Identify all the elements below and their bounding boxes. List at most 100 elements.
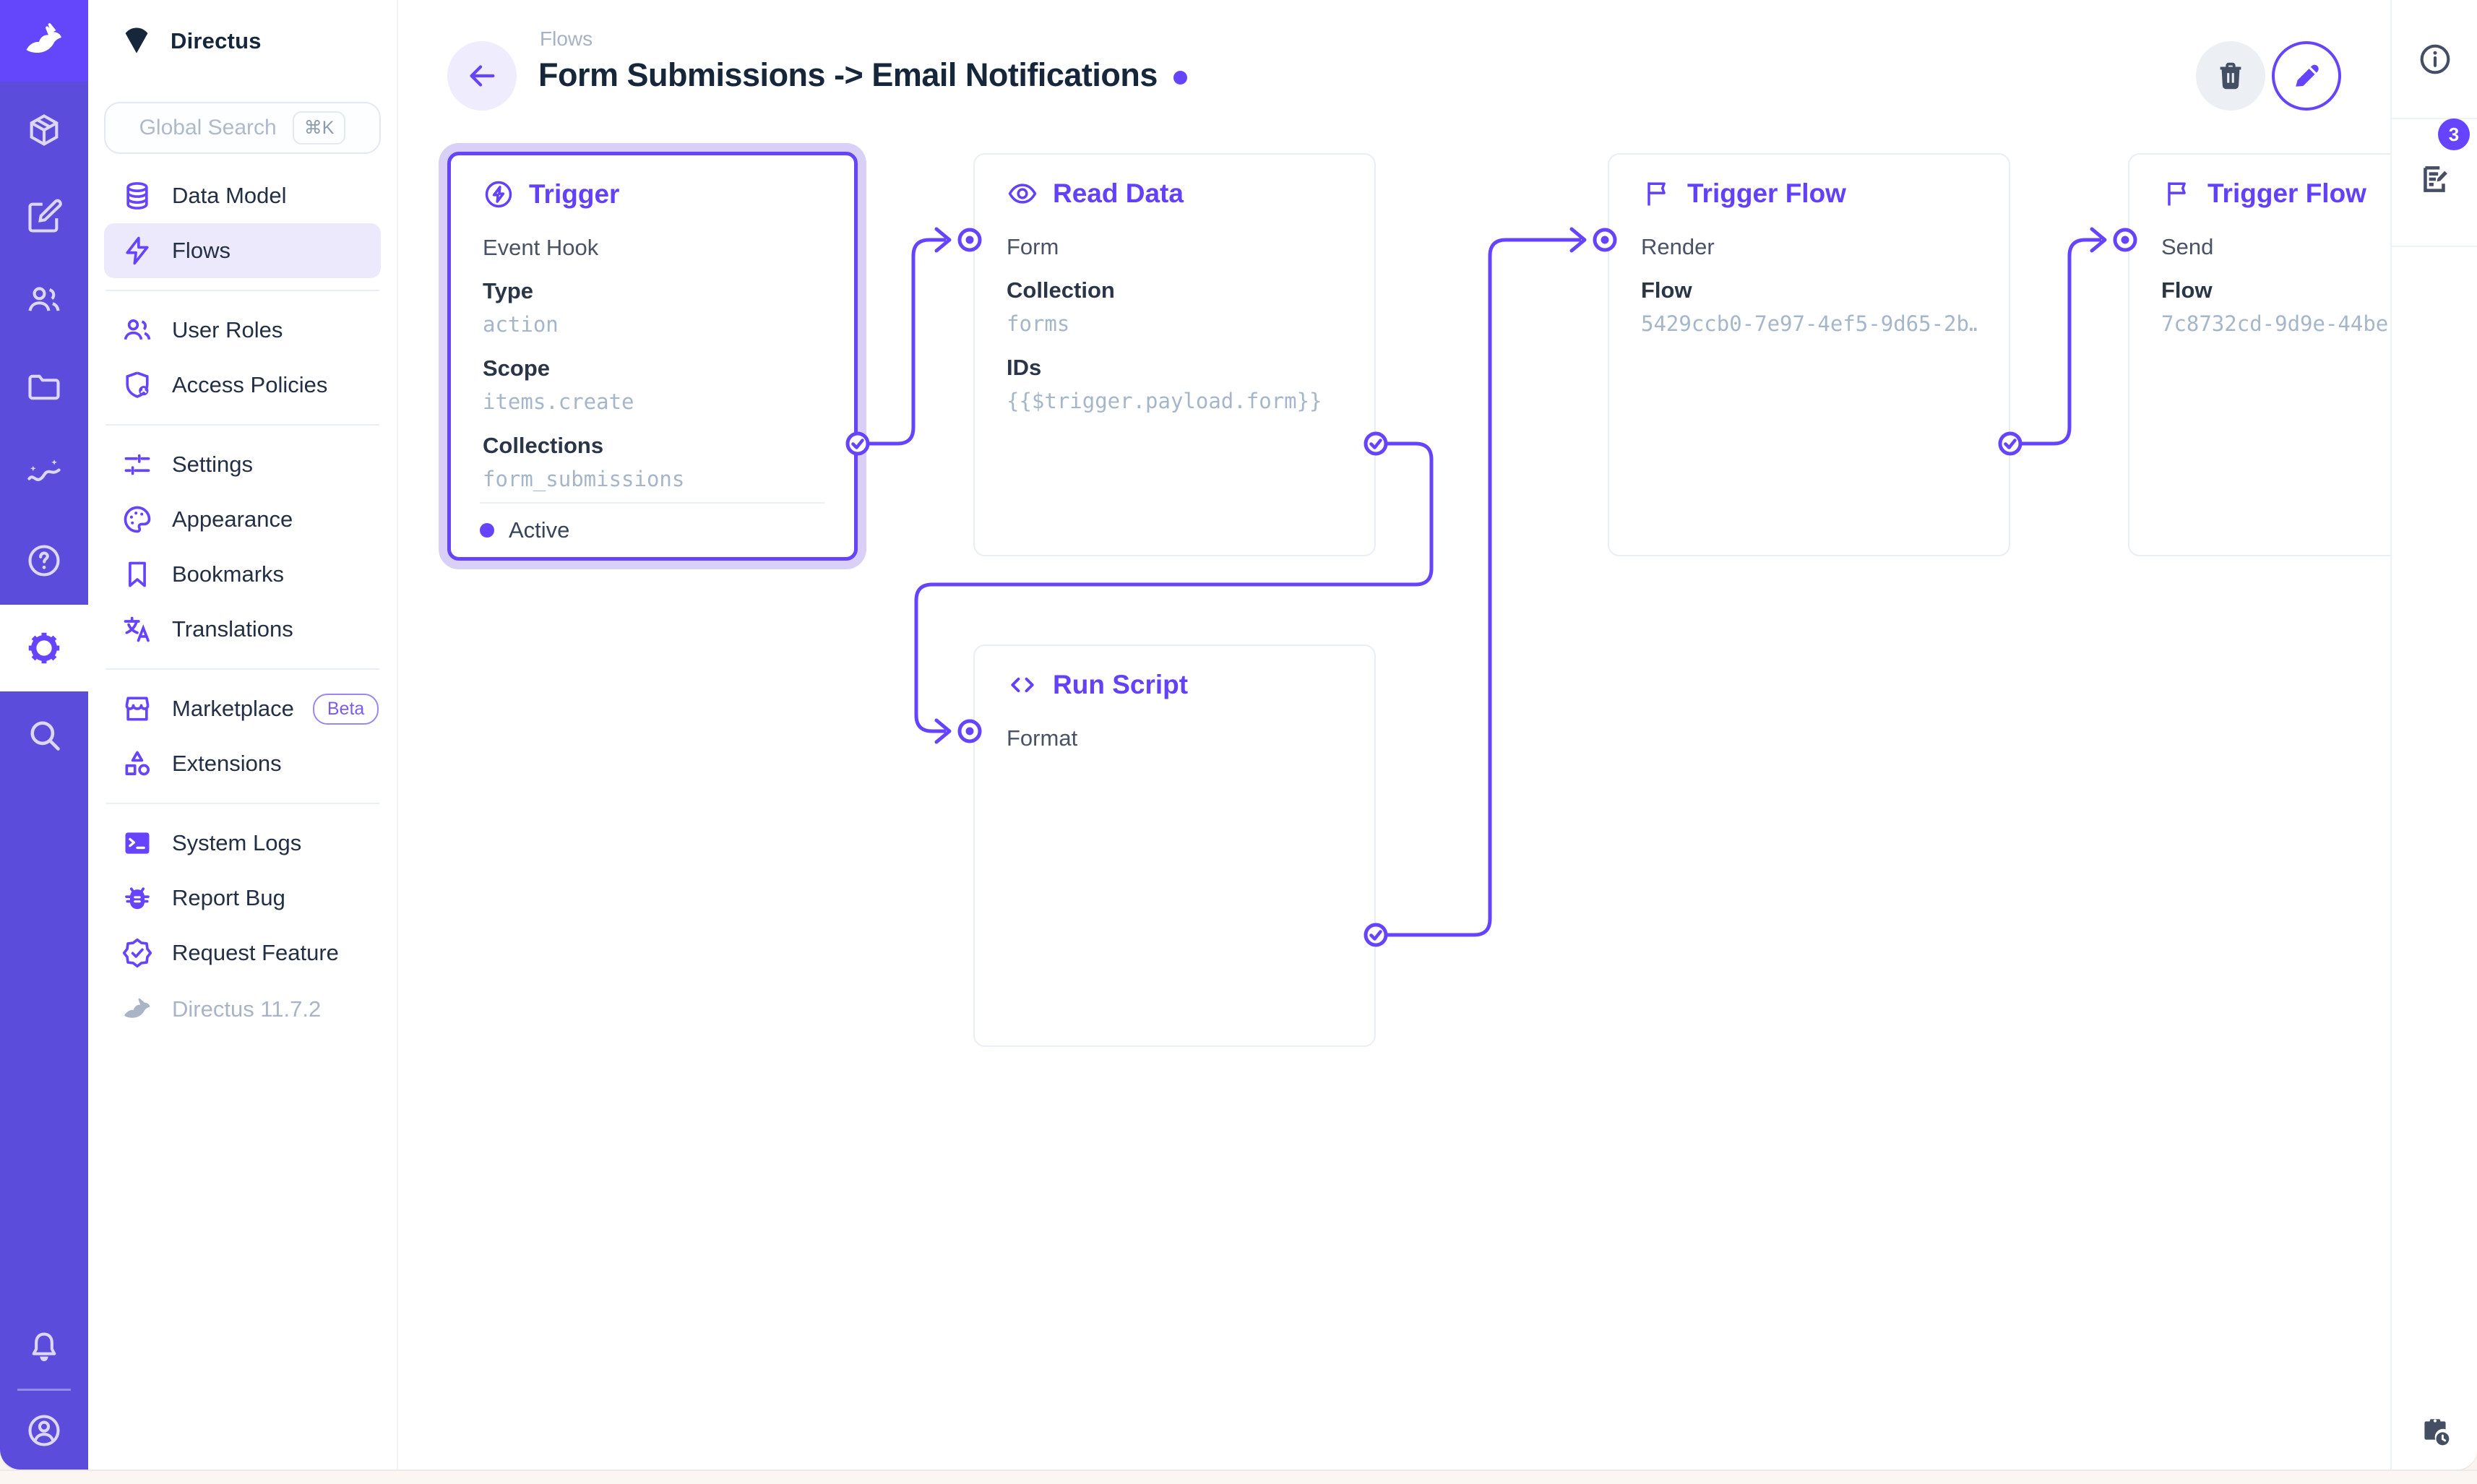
project-icon (125, 27, 148, 53)
search-shortcut-badge: ⌘K (292, 111, 346, 144)
sidebar-item-system-logs[interactable]: System Logs (104, 816, 381, 871)
module-content[interactable] (0, 87, 88, 173)
module-help[interactable] (0, 517, 88, 604)
search-placeholder: Global Search (139, 116, 277, 139)
version-label: Directus 11.7.2 (172, 996, 322, 1022)
module-users[interactable] (0, 256, 88, 343)
sidebar-item-access-policies[interactable]: Access Policies (104, 358, 381, 413)
field-label: Scope (483, 355, 551, 381)
flow-canvas[interactable]: Trigger Event Hook Type action Scope ite… (398, 0, 2390, 1470)
notifications-button[interactable] (0, 1304, 88, 1391)
sidebar-divider (105, 803, 379, 804)
sidebar-item-marketplace[interactable]: Marketplace Beta (104, 681, 381, 736)
back-button[interactable] (447, 41, 517, 111)
module-files[interactable] (0, 344, 88, 431)
account-button[interactable] (0, 1391, 88, 1470)
sidebar-item-flows[interactable]: Flows (104, 223, 381, 278)
edit-module-icon (28, 199, 62, 233)
panel-title-row: Trigger Flow (2161, 178, 2390, 210)
module-insights[interactable] (0, 431, 88, 517)
right-sidebar-divider (2392, 246, 2477, 247)
rail-divider (17, 1389, 71, 1391)
flow-editor: Trigger Event Hook Type action Scope ite… (398, 0, 2390, 1470)
version-row: Directus 11.7.2 (104, 993, 381, 1025)
field-value: action (483, 312, 559, 337)
delete-flow-button[interactable] (2196, 41, 2265, 111)
cube-module-icon (30, 114, 59, 146)
info-icon (2420, 44, 2450, 74)
sidebar-item-request-feature[interactable]: Request Feature (104, 926, 381, 980)
sidebar-item-extensions[interactable]: Extensions (104, 736, 381, 791)
translate-icon (124, 616, 150, 642)
sidebar-item-translations[interactable]: Translations (104, 602, 381, 657)
sidebar-item-report-bug[interactable]: Report Bug (104, 871, 381, 926)
database-icon (126, 182, 148, 210)
panel-title-row: Run Script (1007, 669, 1343, 701)
field-value: {{$trigger.payload.form}} (1007, 389, 1322, 413)
sidebar-item-settings[interactable]: Settings (104, 437, 381, 492)
panel-title-row: Trigger Flow (1641, 178, 1977, 210)
sidebar-item-label: Data Model (172, 183, 287, 208)
logs-sidebar-button[interactable]: 3 (2392, 118, 2477, 230)
files-module-icon (28, 374, 60, 400)
code-icon (1011, 677, 1034, 693)
field-value: 5429ccb0-7e97-4ef5-9d65-2b… (1641, 311, 1977, 336)
sidebar-item-label: Marketplace (172, 696, 294, 721)
sidebar-item-label: Flows (172, 238, 231, 263)
breadcrumb[interactable]: Flows (540, 27, 593, 50)
sidebar-item-bookmarks[interactable]: Bookmarks (104, 547, 381, 602)
edge-arrowhead (934, 227, 952, 253)
seal-check-icon (122, 938, 152, 968)
panel-title: Trigger (529, 179, 620, 209)
status-badge: Active (509, 517, 570, 543)
right-sidebar-divider (2392, 118, 2477, 119)
sidebar-item-label: Translations (172, 616, 293, 642)
sidebar-item-appearance[interactable]: Appearance (104, 492, 381, 547)
edge-arrowhead (934, 718, 952, 744)
edit-flow-button[interactable] (2272, 41, 2341, 111)
field-label: Collection (1007, 277, 1115, 303)
flow-panel-trigger[interactable]: Trigger Event Hook Type action Scope ite… (447, 152, 858, 561)
logs-count-badge: 3 (2438, 118, 2470, 150)
directus-logo[interactable] (0, 0, 88, 82)
edge-arrowhead (1569, 227, 1587, 253)
right-sidebar: 3 (2390, 0, 2477, 1470)
users-module-icon (28, 287, 60, 311)
panel-title-row: Read Data (1007, 178, 1343, 210)
edge-trigger-to-read-data (868, 238, 946, 446)
sidebar-item-data-model[interactable]: Data Model (104, 168, 381, 223)
flow-panel-run-script[interactable]: Run Script Format (973, 644, 1376, 1047)
eye-icon (1008, 184, 1037, 204)
logs-icon (2424, 166, 2447, 192)
flow-panel-trigger-flow-render[interactable]: Trigger Flow Render Flow 5429ccb0-7e97-4… (1608, 153, 2010, 556)
sidebar-item-label: Extensions (172, 751, 282, 776)
sidebar-item-label: Request Feature (172, 940, 339, 965)
flow-panel-read-data[interactable]: Read Data Form Collection forms IDs {{$t… (973, 153, 1376, 556)
active-status-dot (480, 523, 494, 538)
project-header[interactable]: Directus (88, 0, 397, 82)
sidebar-item-label: System Logs (172, 830, 302, 855)
info-sidebar-button[interactable] (2392, 9, 2477, 110)
flow-panel-trigger-flow-send[interactable]: Trigger Flow Send Flow 7c8732cd-9d9e-44b… (2128, 153, 2390, 556)
field-value: items.create (483, 389, 634, 414)
page-title: Form Submissions -> Email Notifications (538, 56, 1187, 94)
flow-activity-button[interactable] (2392, 1381, 2477, 1470)
input-label: Form (1007, 234, 1059, 259)
module-search[interactable] (0, 691, 88, 778)
module-settings[interactable] (0, 605, 88, 691)
pencil-icon (2296, 64, 2319, 87)
bookmark-icon (129, 561, 146, 587)
edge-run-script-to-trigger-flow-render (1386, 238, 1581, 937)
bolt-icon (126, 236, 149, 265)
edge-arrowhead (2090, 227, 2107, 253)
clipboard-clock-icon (2424, 1419, 2450, 1446)
global-search-input[interactable]: Global Search ⌘K (104, 102, 381, 154)
sidebar-item-user-roles[interactable]: User Roles (104, 303, 381, 358)
module-editor[interactable] (0, 173, 88, 260)
flag-icon (1647, 182, 1666, 206)
insights-module-icon (27, 460, 61, 481)
sidebar-divider (105, 668, 379, 670)
beta-badge: Beta (312, 693, 379, 725)
panel-title: Trigger Flow (1687, 178, 1846, 208)
panel-title-row: Trigger (483, 178, 822, 210)
